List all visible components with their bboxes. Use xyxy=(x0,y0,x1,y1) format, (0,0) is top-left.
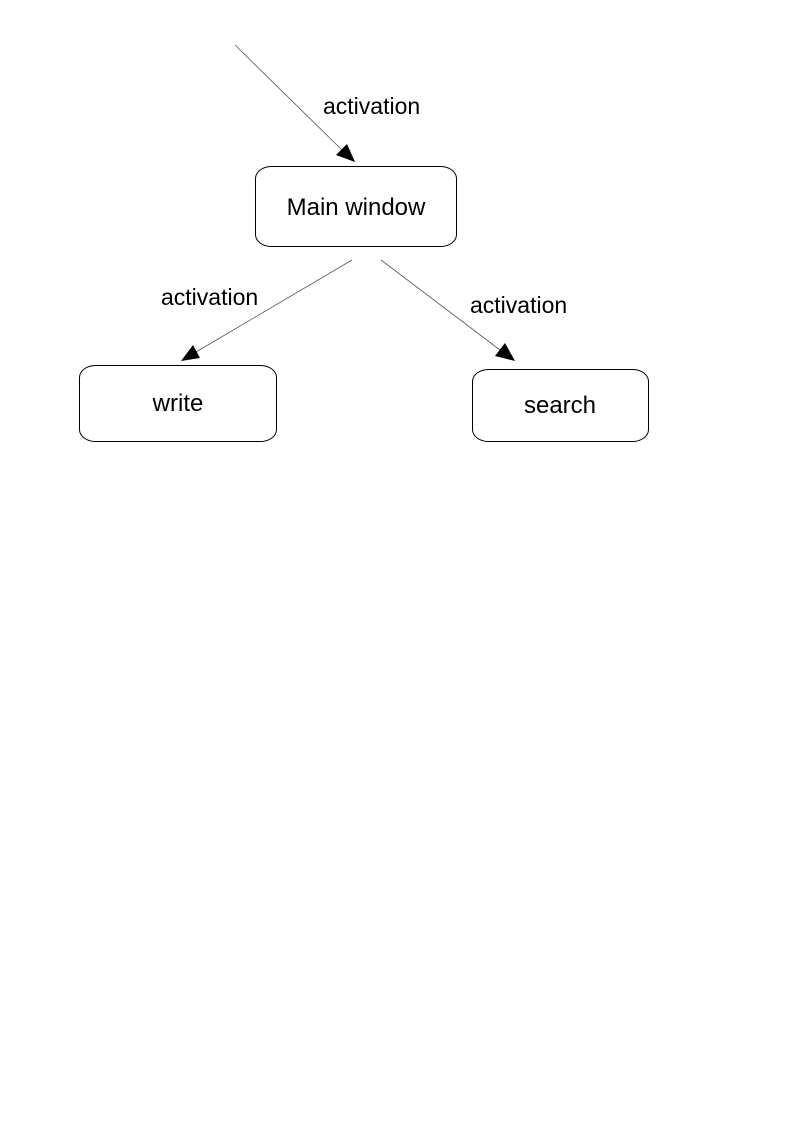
edge-line xyxy=(380,259,501,351)
node-label-search: search xyxy=(524,392,596,419)
node-label-write: write xyxy=(152,390,204,417)
edge-entry-to-main-window: activation xyxy=(234,44,420,162)
edge-line xyxy=(195,259,353,353)
node-label-main-window: Main window xyxy=(287,194,426,221)
arrowhead-icon xyxy=(181,345,200,361)
node-write: write xyxy=(79,365,277,442)
edge-label-search: activation xyxy=(470,292,567,318)
node-search: search xyxy=(472,369,649,442)
edge-line xyxy=(234,44,344,152)
edge-main-to-write: activation xyxy=(161,259,353,361)
edge-label-write: activation xyxy=(161,284,258,310)
node-main-window: Main window xyxy=(255,166,457,247)
node-box xyxy=(472,369,649,442)
arrowhead-icon xyxy=(495,343,515,361)
edge-label-entry: activation xyxy=(323,93,420,119)
node-box xyxy=(79,365,277,442)
arrowhead-icon xyxy=(336,144,355,162)
node-box xyxy=(255,166,457,247)
edge-main-to-search: activation xyxy=(380,259,567,361)
